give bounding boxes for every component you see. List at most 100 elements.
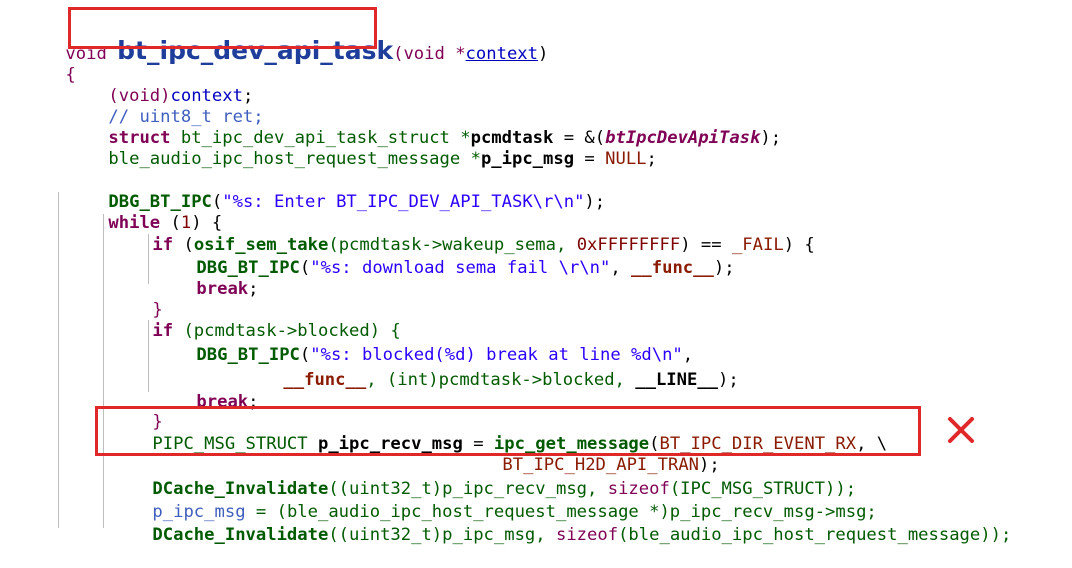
code-line-5: struct bt_ipc_dev_api_task_struct *pcmdt… [67, 105, 781, 148]
code-line-9: if (osif_sem_take(pcmdtask->wakeup_sema,… [111, 212, 814, 255]
token-macro: NULL [605, 149, 647, 169]
token-type: bt_ipc_dev_api_task_struct * [170, 128, 471, 148]
token-punct: ( [649, 434, 660, 454]
token-punct: ; [248, 392, 259, 412]
token-punct: ( [173, 235, 194, 255]
indent-guide [148, 320, 149, 392]
token-number: 1 [180, 213, 192, 233]
indent-guide [103, 214, 104, 528]
token-comment: // uint8_t ret; [108, 107, 264, 127]
token-punct: ); [718, 370, 739, 390]
code-line-8: while (1) { [67, 190, 222, 233]
token-macro: __func__ [631, 258, 714, 278]
code-editor: void bt_ipc_dev_api_task(void *context) … [24, 7, 1011, 545]
token-punct: ); [699, 455, 720, 475]
token-string: "%s: blocked(%d) break at line %d\n" [310, 345, 683, 365]
code-line-2: { [24, 42, 75, 85]
token-op: = &( [553, 128, 606, 148]
token-global: btIpcDevApiTask [605, 128, 761, 148]
token-type: ble_audio_ipc_host_request_message * [108, 149, 481, 169]
token-function: ipc_get_message [493, 434, 650, 454]
token-macro: BT_IPC_DIR_EVENT_RX [659, 434, 857, 454]
token-var: pcmdtask [470, 128, 554, 148]
token-punct: ); [584, 192, 606, 212]
token-punct: , \ [856, 434, 888, 454]
token-punct: ; [242, 86, 254, 106]
token-args: ((uint32_t)p_ipc_msg, [328, 525, 556, 545]
token-keyword: break [196, 279, 249, 299]
token-punct: ) { [191, 213, 223, 233]
code-line-13: if (pcmdtask->blocked) { [111, 298, 400, 341]
token-function: DBG_BT_IPC [108, 192, 212, 212]
token-punct: ( [299, 345, 311, 365]
code-line-15: __func__, (int)pcmdtask->blocked, __LINE… [242, 347, 738, 390]
token-function: osif_sem_take [193, 235, 329, 255]
code-line-11: break; [155, 256, 258, 299]
token-punct: ); [713, 258, 735, 278]
token-var: p_ipc_recv_msg [317, 434, 463, 454]
token-keyword: sizeof [555, 525, 619, 545]
token-string: "%s: Enter BT_IPC_DEV_API_TASK\r\n" [222, 192, 585, 212]
code-line-20: DCache_Invalidate((uint32_t)p_ipc_recv_m… [111, 456, 856, 499]
code-line-14: DBG_BT_IPC("%s: blocked(%d) break at lin… [155, 322, 693, 365]
token-punct: ; [646, 149, 657, 169]
token-args: (pcmdtask->wakeup_sema, [328, 235, 577, 255]
token-punct: ( [299, 258, 311, 278]
code-line-6: ble_audio_ipc_host_request_message *p_ip… [67, 126, 656, 169]
indent-guide [148, 234, 149, 284]
token-keyword: if [152, 321, 174, 341]
token-keyword: if [152, 235, 174, 255]
token-type: PIPC_MSG_STRUCT [152, 434, 318, 454]
token-op: ) == [680, 235, 732, 255]
token-macro: BT_IPC_H2D_API_TRAN [502, 455, 700, 475]
token-punct: ); [760, 128, 782, 148]
code-line-22: DCache_Invalidate((uint32_t)p_ipc_msg, s… [111, 502, 1011, 545]
code-line-4: // uint8_t ret; [67, 84, 263, 127]
token-params: (void * [393, 44, 466, 64]
code-line-18: PIPC_MSG_STRUCT p_ipc_recv_msg = ipc_get… [111, 411, 887, 454]
token-keyword: struct [108, 128, 171, 148]
token-macro: _FAIL [731, 235, 784, 255]
indent-guide [58, 192, 59, 528]
token-param-name: context [465, 44, 538, 64]
token-var: p_ipc_msg [480, 149, 575, 169]
token-punct: , [610, 258, 632, 278]
token-brace: { [65, 65, 76, 85]
token-keyword: sizeof [607, 479, 670, 499]
token-macro: __func__ [283, 370, 367, 390]
token-keyword: void [65, 44, 118, 64]
code-line-16: break; [155, 369, 258, 412]
code-line-1: void bt_ipc_dev_api_task(void *context) [24, 18, 548, 64]
token-var: p_ipc_msg [152, 502, 246, 522]
token-punct: ) [537, 44, 549, 64]
token-number: 0xFFFFFFFF [576, 235, 681, 255]
token-string: "%s: download sema fail \r\n" [310, 258, 611, 278]
token-args: ((uint32_t)p_ipc_recv_msg, [328, 479, 608, 499]
token-punct: ( [211, 192, 223, 212]
token-var: context [170, 86, 243, 106]
token-punct: ( [160, 213, 181, 233]
code-line-12: } [111, 277, 162, 320]
token-macro: __LINE__ [635, 370, 719, 390]
token-punct: , [682, 345, 694, 365]
token-args: , (int)pcmdtask->blocked, [366, 370, 636, 390]
token-function: DBG_BT_IPC [196, 345, 300, 365]
highlight-box-ipc-get-message [95, 406, 921, 456]
x-mark-icon [948, 417, 974, 443]
token-function: DBG_BT_IPC [196, 258, 300, 278]
token-cast: (void) [108, 86, 171, 106]
token-punct: ; [248, 279, 259, 299]
code-line-10: DBG_BT_IPC("%s: download sema fail \r\n"… [155, 235, 734, 278]
token-args: (pcmdtask->blocked) { [173, 321, 401, 341]
token-function: DCache_Invalidate [152, 525, 329, 545]
token-function: DCache_Invalidate [152, 479, 329, 499]
code-line-17: } [111, 389, 162, 432]
token-punct: ) { [783, 235, 815, 255]
code-line-19: BT_IPC_H2D_API_TRAN); [461, 432, 719, 475]
token-brace: } [152, 412, 163, 432]
token-keyword: while [108, 213, 161, 233]
code-line-3: (void)context; [67, 63, 253, 106]
function-name: bt_ipc_dev_api_task [117, 36, 394, 65]
token-brace: } [152, 300, 163, 320]
code-line-21: p_ipc_msg = (ble_audio_ipc_host_request_… [111, 479, 876, 522]
